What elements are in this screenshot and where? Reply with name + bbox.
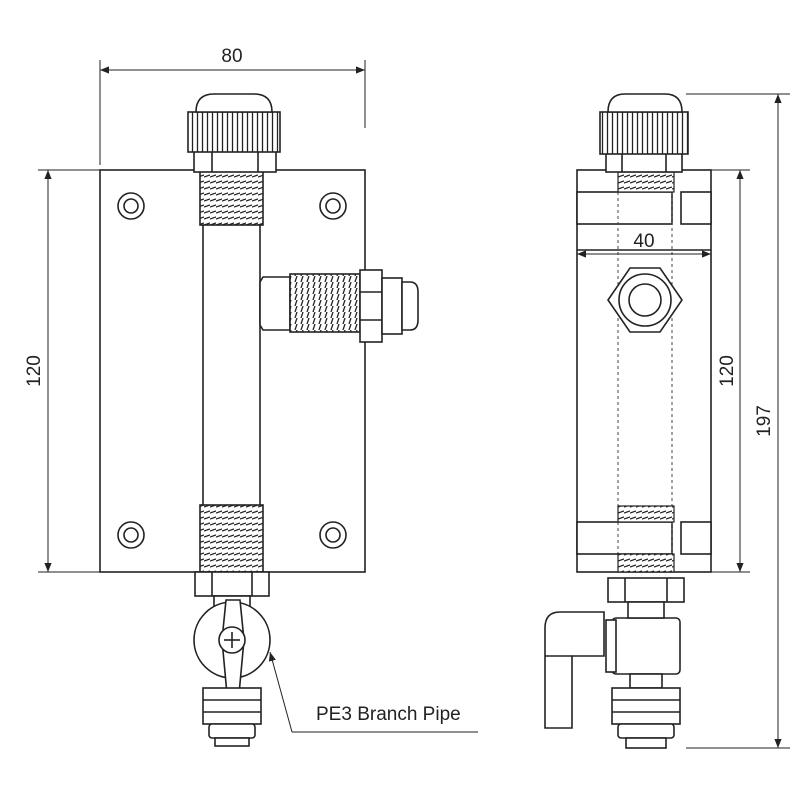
side-depth-label: 40: [633, 231, 654, 252]
ball-valve: [193, 599, 271, 706]
branch-pipe-label: PE3 Branch Pipe: [316, 704, 461, 725]
front-width-label: 80: [221, 46, 242, 67]
front-height-label: 120: [24, 355, 45, 387]
top-cap-nut: [187, 93, 281, 173]
front-width-dimension: 80: [99, 46, 366, 165]
side-height-label: 120: [717, 355, 738, 387]
side-top-cap-nut: [599, 93, 689, 173]
valve-handle: [544, 611, 605, 729]
mounting-hole-top-right: [319, 192, 347, 220]
side-depth-dimension: 40: [577, 231, 711, 258]
flow-tube: [202, 174, 261, 556]
bottom-thread: [199, 504, 264, 573]
front-view: 80 120: [24, 46, 478, 747]
side-push-fitting: [611, 673, 681, 749]
mounting-hole-top-left: [117, 192, 145, 220]
side-bottom-thread-a: [617, 505, 675, 523]
top-thread: [199, 169, 264, 226]
mounting-hole-bottom-right: [319, 521, 347, 549]
side-body: [576, 169, 712, 573]
bottom-push-fitting: [202, 687, 262, 747]
side-ball-valve: [544, 577, 685, 729]
total-height-dimension: 197: [686, 93, 790, 749]
front-height-dimension: 120: [24, 169, 100, 573]
side-bottom-thread-b: [617, 553, 675, 573]
side-branch: [259, 269, 419, 343]
side-top-thread: [617, 171, 675, 193]
side-view: 40 120 197: [544, 93, 790, 749]
side-branch-outlet: [607, 267, 683, 333]
mounting-hole-bottom-left: [117, 521, 145, 549]
side-height-dimension: 120: [711, 169, 750, 573]
lower-clamp-end: [680, 521, 712, 555]
lower-clamp: [576, 521, 673, 555]
total-height-label: 197: [754, 405, 775, 437]
branch-pipe-callout: PE3 Branch Pipe: [268, 651, 478, 733]
upper-clamp: [576, 191, 673, 225]
upper-clamp-end: [680, 191, 712, 225]
bottom-nut: [194, 571, 270, 611]
